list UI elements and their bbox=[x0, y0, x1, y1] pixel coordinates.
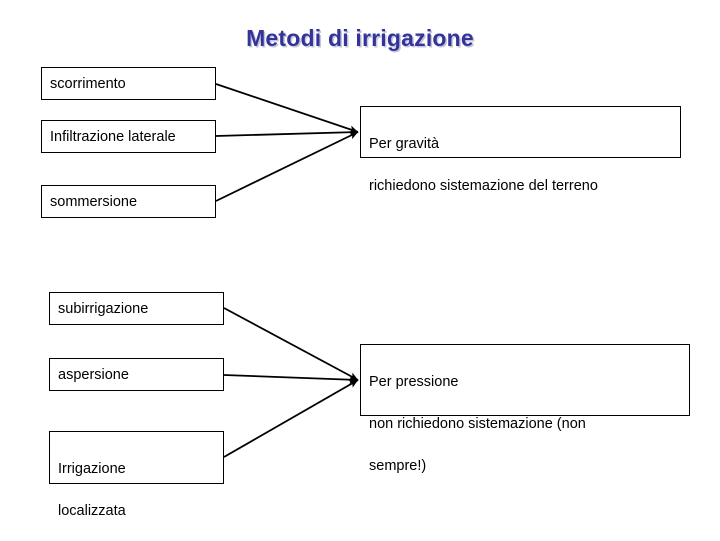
node-subirrigazione[interactable]: subirrigazione bbox=[49, 292, 224, 325]
page-title: Metodi di irrigazione bbox=[246, 25, 474, 51]
node-scorrimento[interactable]: scorrimento bbox=[41, 67, 216, 100]
node-aspersione-label: aspersione bbox=[58, 366, 129, 383]
node-aspersione[interactable]: aspersione bbox=[49, 358, 224, 391]
node-per-gravita-line2: richiedono sistemazione del terreno bbox=[369, 178, 598, 194]
arrow-subirrigazione-to-pressione bbox=[223, 307, 359, 381]
node-per-pressione[interactable]: Per pressione non richiedono sistemazion… bbox=[360, 344, 690, 474]
node-infiltrazione-laterale-label: Infiltrazione laterale bbox=[50, 128, 176, 145]
node-sommersione-label: sommersione bbox=[50, 193, 138, 210]
arrow-scorrimento-to-gravita bbox=[215, 83, 359, 134]
node-per-gravita-line1: Per gravità bbox=[369, 136, 440, 152]
node-irrigazione-localizzata-line2: localizzata bbox=[58, 503, 126, 519]
node-scorrimento-label: scorrimento bbox=[50, 75, 126, 92]
node-per-gravita[interactable]: Per gravità richiedono sistemazione del … bbox=[360, 106, 681, 194]
node-irrigazione-localizzata[interactable]: Irrigazione localizzata bbox=[49, 431, 224, 519]
node-sommersione[interactable]: sommersione bbox=[41, 185, 216, 218]
arrow-sommersione-to-gravita bbox=[215, 131, 359, 202]
node-per-pressione-line3: sempre!) bbox=[369, 458, 427, 474]
arrow-infiltrazione-to-gravita bbox=[215, 128, 359, 137]
arrow-localizzata-to-pressione bbox=[223, 379, 359, 458]
node-irrigazione-localizzata-line1: Irrigazione bbox=[58, 461, 126, 477]
node-per-pressione-line2: non richiedono sistemazione (non bbox=[369, 416, 586, 432]
arrow-aspersione-to-pressione bbox=[223, 374, 359, 384]
node-per-pressione-line1: Per pressione bbox=[369, 374, 459, 390]
node-subirrigazione-label: subirrigazione bbox=[58, 300, 149, 317]
node-infiltrazione-laterale[interactable]: Infiltrazione laterale bbox=[41, 120, 216, 153]
